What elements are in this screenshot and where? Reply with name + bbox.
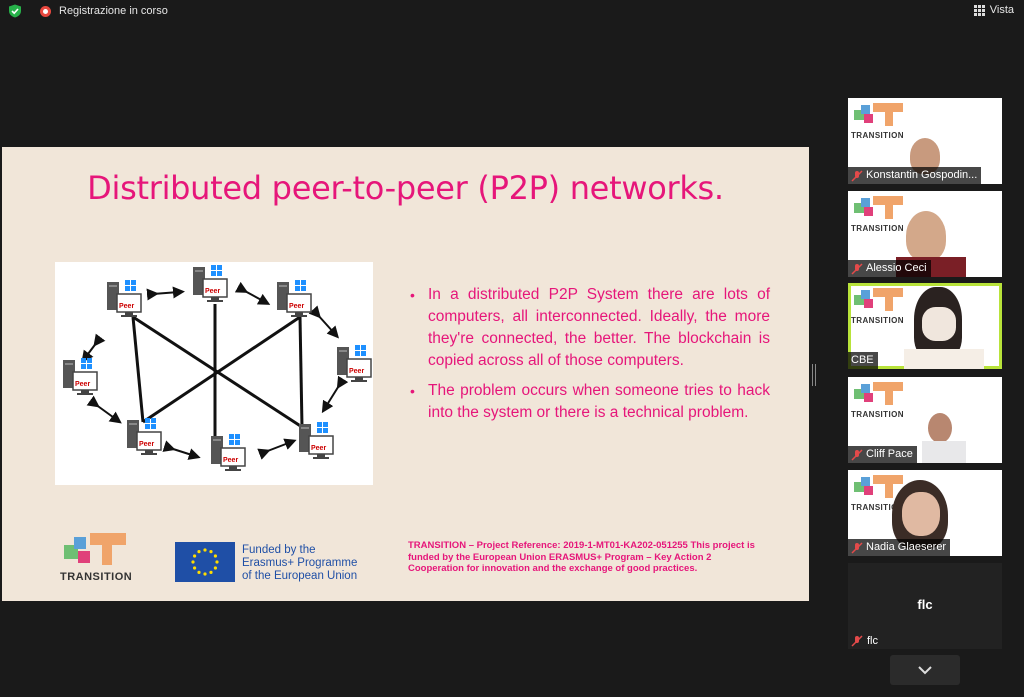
participant-name: Alessio Ceci (848, 260, 931, 277)
scroll-participants-down-button[interactable] (890, 655, 960, 685)
transition-logo-icon (854, 382, 903, 405)
svg-text:Peer: Peer (289, 303, 304, 310)
peer-arrows (81, 281, 349, 460)
participant-name: CBE (848, 352, 878, 369)
eu-flag-icon (175, 542, 235, 582)
svg-text:Peer: Peer (139, 441, 154, 448)
peer-node: Peer (336, 344, 372, 383)
eu-funding-text: Funded by the Erasmus+ Programme of the … (242, 544, 358, 582)
participant-video (906, 211, 946, 261)
svg-text:Peer: Peer (349, 368, 364, 375)
peer-node: Peer (192, 264, 228, 303)
participant-tile[interactable]: TRANSITION Alessio Ceci (848, 191, 1002, 277)
top-bar: Registrazione in corso Vista (0, 0, 1024, 22)
participant-placeholder-name: flc (917, 597, 933, 612)
bullet-item: • In a distributed P2P System there are … (410, 286, 770, 369)
transition-logo-text: TRANSITION (60, 571, 133, 583)
shared-slide: Distributed peer-to-peer (P2P) networks. (2, 147, 809, 601)
p2p-network-diagram: Peer Peer Peer Peer Peer Peer Peer Peer (55, 262, 373, 485)
peer-node: Peer (62, 357, 98, 396)
peer-node: Peer (210, 433, 246, 472)
participant-tile[interactable]: TRANSITION Konstantin Gospodin... (848, 98, 1002, 184)
grid-view-icon (973, 4, 985, 16)
recording-indicator[interactable]: Registrazione in corso (40, 5, 168, 17)
mic-muted-icon (851, 262, 863, 275)
peer-node: Peer (126, 417, 162, 456)
transition-logo-icon (854, 475, 903, 498)
slide-bullets: • In a distributed P2P System there are … (410, 284, 770, 432)
participant-tile[interactable]: TRANSITION Cliff Pace (848, 377, 1002, 463)
bullet-item: • The problem occurs when someone tries … (410, 382, 770, 421)
participant-name: Nadia Glaeserer (848, 539, 951, 556)
participant-name: Konstantin Gospodin... (848, 167, 982, 184)
security-shield-icon[interactable] (8, 4, 22, 18)
view-button[interactable]: Vista (973, 4, 1014, 16)
svg-text:Peer: Peer (205, 288, 220, 295)
mic-muted-icon (851, 635, 863, 647)
peer-node: Peer (276, 279, 312, 318)
participant-name: Cliff Pace (848, 446, 917, 463)
panel-resize-handle[interactable] (812, 364, 816, 386)
participant-tile-no-video[interactable]: flc flc (848, 563, 1002, 649)
view-label: Vista (989, 4, 1014, 16)
peer-node: Peer (106, 279, 142, 318)
svg-text:Peer: Peer (119, 303, 134, 310)
recording-label: Registrazione in corso (59, 5, 168, 17)
mic-muted-icon (851, 541, 863, 554)
svg-text:Peer: Peer (311, 445, 326, 452)
transition-logo-icon (854, 103, 903, 126)
connection-lines (131, 304, 304, 437)
participant-name: flc (851, 635, 878, 647)
project-reference-text: TRANSITION – Project Reference: 2019-1-M… (408, 540, 755, 574)
svg-text:Peer: Peer (75, 381, 90, 388)
svg-text:Peer: Peer (223, 457, 238, 464)
p2p-diagram-svg: Peer Peer Peer Peer Peer Peer Peer Peer (62, 264, 372, 472)
participant-video (928, 413, 952, 443)
mic-muted-icon (851, 448, 863, 461)
transition-logo-icon (854, 196, 903, 219)
transition-logo-icon (64, 533, 126, 565)
mic-muted-icon (851, 169, 863, 182)
participant-tile-active-speaker[interactable]: TRANSITION CBE (848, 283, 1002, 369)
chevron-down-icon (918, 666, 932, 675)
participant-tile[interactable]: TRANSITION Nadia Glaeserer (848, 470, 1002, 556)
record-icon (40, 5, 51, 17)
peer-node: Peer (298, 421, 334, 460)
transition-logo-icon (854, 288, 903, 311)
slide-title: Distributed peer-to-peer (P2P) networks. (87, 169, 724, 207)
